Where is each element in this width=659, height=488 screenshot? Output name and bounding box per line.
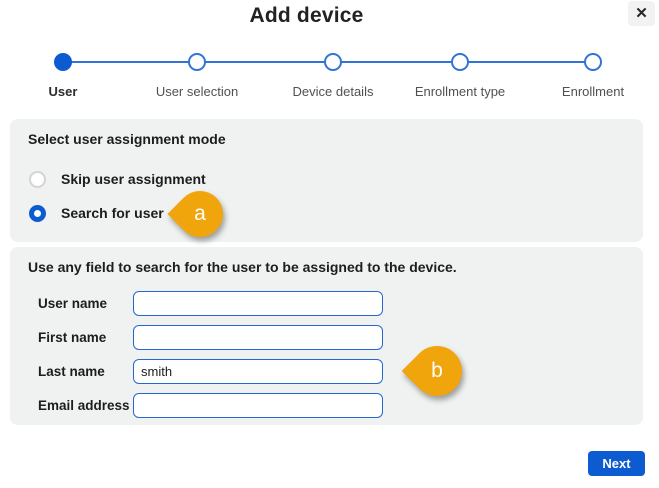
- email-address-input[interactable]: [133, 393, 383, 418]
- dialog-title: Add device: [249, 4, 364, 27]
- callout-letter: b: [431, 359, 443, 382]
- close-button[interactable]: ✕: [628, 1, 655, 26]
- first-name-label: First name: [38, 330, 107, 345]
- step-label: Device details: [292, 84, 374, 99]
- radio-search-for-user[interactable]: Search for user: [29, 204, 164, 222]
- annotation-callout-b: b: [401, 335, 473, 407]
- step-label: User: [48, 84, 78, 99]
- last-name-label: Last name: [38, 364, 105, 379]
- user-name-label: User name: [38, 296, 108, 311]
- email-address-label: Email address: [38, 398, 130, 413]
- assignment-mode-heading: Select user assignment mode: [28, 131, 226, 147]
- next-button[interactable]: Next: [588, 451, 645, 476]
- step-label: Enrollment: [561, 84, 625, 99]
- wizard-stepper: User User selection Device details Enrol…: [0, 0, 659, 110]
- callout-teardrop-icon: b: [401, 335, 473, 407]
- close-icon: ✕: [635, 5, 648, 22]
- field-row-first-name: First name: [10, 325, 643, 350]
- step-circle: [451, 53, 469, 71]
- assignment-mode-panel: Select user assignment mode Skip user as…: [10, 119, 643, 242]
- field-row-user-name: User name: [10, 291, 643, 316]
- annotation-callout-a: a: [167, 181, 233, 247]
- step-label: User selection: [155, 84, 239, 99]
- radio-label: Skip user assignment: [61, 171, 206, 187]
- last-name-input[interactable]: [133, 359, 383, 384]
- callout-teardrop-icon: a: [167, 181, 233, 247]
- radio-skip-user-assignment[interactable]: Skip user assignment: [29, 170, 206, 188]
- user-search-heading: Use any field to search for the user to …: [28, 259, 457, 275]
- user-search-panel: Use any field to search for the user to …: [10, 247, 643, 425]
- first-name-input[interactable]: [133, 325, 383, 350]
- radio-button-unselected[interactable]: [29, 170, 46, 188]
- field-row-email-address: Email address: [10, 393, 643, 418]
- step-circle: [324, 53, 342, 71]
- callout-letter: a: [194, 202, 206, 225]
- step-label: Enrollment type: [414, 84, 506, 99]
- field-row-last-name: Last name: [10, 359, 643, 384]
- user-name-input[interactable]: [133, 291, 383, 316]
- radio-label: Search for user: [61, 205, 164, 221]
- radio-button-selected[interactable]: [29, 204, 46, 222]
- step-circle: [584, 53, 602, 71]
- step-circle-active: [54, 53, 72, 71]
- step-circle: [188, 53, 206, 71]
